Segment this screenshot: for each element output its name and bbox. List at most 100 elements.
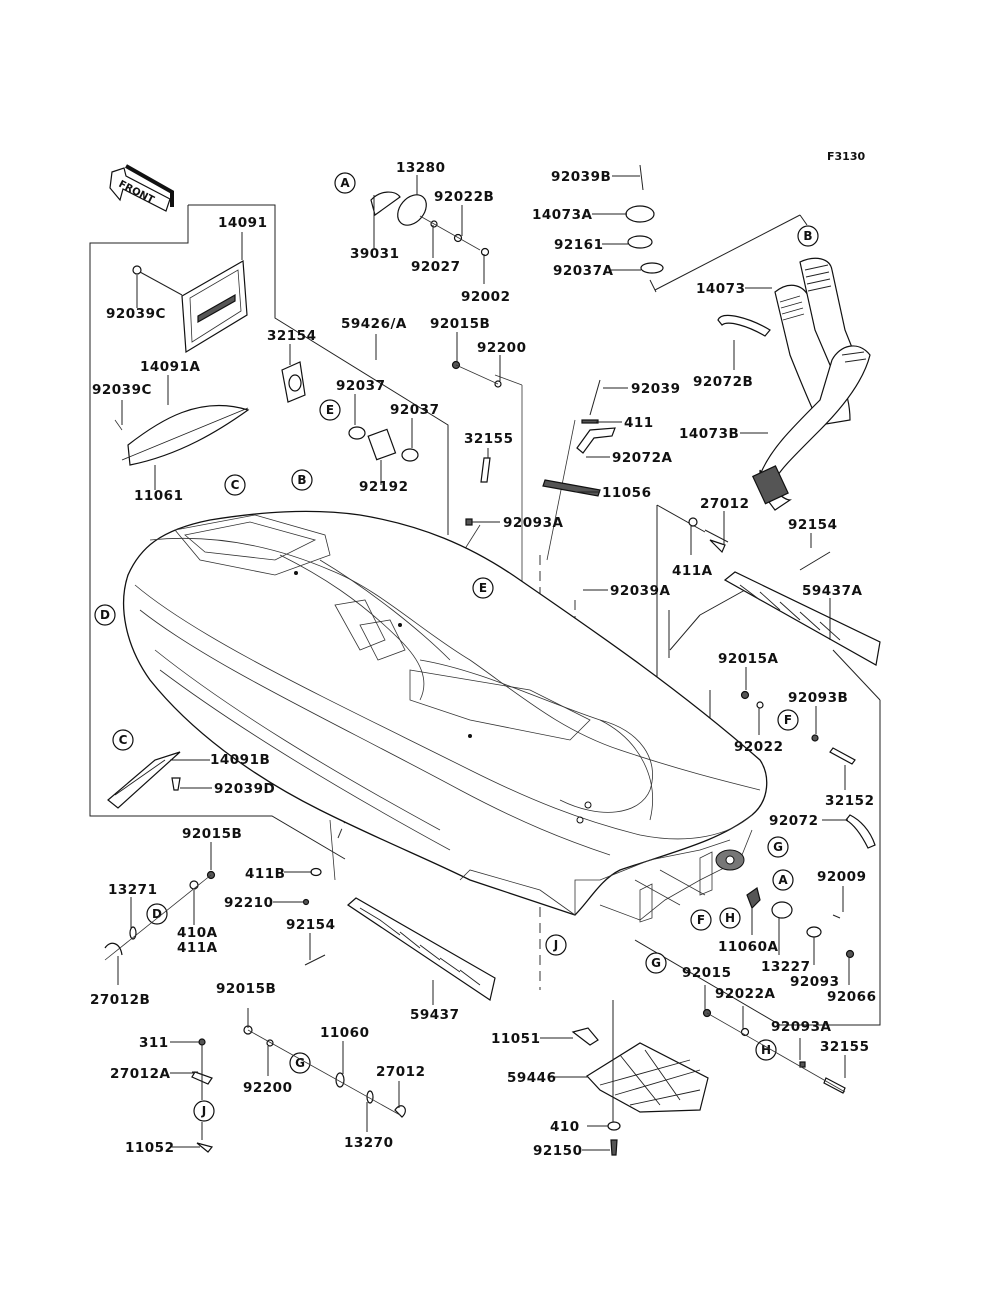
- part-label: 92022: [734, 739, 783, 755]
- ref-marker-g-stern: G: [767, 836, 789, 858]
- part-label: 92037: [336, 378, 385, 394]
- part-label: 27012B: [90, 992, 150, 1008]
- part-label: 11060A: [718, 939, 778, 955]
- part-label: 92015A: [718, 651, 778, 667]
- part-label: 92015: [682, 965, 731, 981]
- part-label: 92009: [817, 869, 866, 885]
- part-label: 14073A: [532, 207, 592, 223]
- svg-text:B: B: [297, 473, 306, 487]
- svg-text:E: E: [479, 581, 487, 595]
- ref-marker-e-top: E: [319, 399, 341, 421]
- part-label: 92022B: [434, 189, 494, 205]
- part-label: 92039: [631, 381, 680, 397]
- part-label: 411: [624, 415, 654, 431]
- part-label: 59437: [410, 1007, 459, 1023]
- part-label: 92200: [243, 1080, 292, 1096]
- part-label: 14073: [696, 281, 745, 297]
- part-label: 27012A: [110, 1066, 170, 1082]
- svg-text:F: F: [784, 713, 792, 727]
- part-label: 11051: [491, 1031, 540, 1047]
- part-label: 92015B: [430, 316, 490, 332]
- svg-text:C: C: [119, 733, 128, 747]
- part-label: 92039D: [214, 781, 275, 797]
- assembly-frame-lines: [89, 204, 881, 1026]
- part-label: 92093A: [771, 1019, 831, 1035]
- part-label: 11061: [134, 488, 183, 504]
- svg-text:J: J: [553, 938, 558, 952]
- part-label: 92037: [390, 402, 439, 418]
- part-label: 92037A: [553, 263, 613, 279]
- front-arrow-icon: FRONT: [109, 164, 174, 212]
- svg-text:B: B: [803, 229, 812, 243]
- part-label: 32155: [464, 431, 513, 447]
- svg-text:D: D: [100, 608, 110, 622]
- part-label: 32155: [820, 1039, 869, 1055]
- svg-text:A: A: [340, 176, 350, 190]
- part-label: 92039A: [610, 583, 670, 599]
- svg-text:G: G: [295, 1056, 305, 1070]
- part-label: 92161: [554, 237, 603, 253]
- part-label: 92015B: [216, 981, 276, 997]
- svg-text:H: H: [725, 911, 735, 925]
- part-label: 92039B: [551, 169, 611, 185]
- part-label: 92192: [359, 479, 408, 495]
- parts-shapes: [104, 164, 881, 1156]
- svg-text:A: A: [778, 873, 788, 887]
- part-label: 13280: [396, 160, 445, 176]
- part-label: 411B: [245, 866, 285, 882]
- ref-marker-b-hull: B: [291, 469, 313, 491]
- part-label: 13227: [761, 959, 810, 975]
- part-labels: 14091 92039C 14091A 92039C 11061 32154 9…: [90, 160, 876, 1159]
- part-label: 32154: [267, 328, 316, 344]
- part-label: 14091: [218, 215, 267, 231]
- part-label: 59426/A: [341, 316, 407, 332]
- part-label: 92066: [827, 989, 876, 1005]
- ref-marker-b-top: B: [797, 225, 819, 247]
- part-label: 92210: [224, 895, 273, 911]
- part-label: 14073B: [679, 426, 739, 442]
- ref-marker-g-bottom: G: [289, 1052, 311, 1074]
- part-label: 92027: [411, 259, 460, 275]
- part-label: 14091B: [210, 752, 270, 768]
- svg-text:F: F: [697, 913, 705, 927]
- part-label: 11056: [602, 485, 651, 501]
- svg-text:H: H: [761, 1043, 771, 1057]
- part-label: 92200: [477, 340, 526, 356]
- ref-marker-j-hull: J: [545, 934, 567, 956]
- ref-marker-h-stern: H: [719, 907, 741, 929]
- ref-marker-h-lower: H: [755, 1039, 777, 1061]
- part-label: 410A: [177, 925, 218, 941]
- part-label: 13270: [344, 1135, 393, 1151]
- svg-text:D: D: [152, 907, 162, 921]
- part-label: 92002: [461, 289, 510, 305]
- svg-text:E: E: [326, 403, 334, 417]
- part-label: 92154: [286, 917, 335, 933]
- part-label: 39031: [350, 246, 399, 262]
- hull-body: [122, 510, 768, 923]
- ref-marker-c-top: C: [224, 474, 246, 496]
- leader-lines: [117, 175, 850, 1151]
- part-label: 92015B: [182, 826, 242, 842]
- ref-marker-a-top: A: [334, 172, 356, 194]
- part-label: 92093A: [503, 515, 563, 531]
- reference-markers: A B E C B D E C F G A F H J G D H G J: [94, 172, 819, 1122]
- part-label: 92150: [533, 1143, 582, 1159]
- part-label: 410: [550, 1119, 580, 1135]
- svg-text:C: C: [231, 478, 240, 492]
- part-label: 11060: [320, 1025, 369, 1041]
- ref-marker-a-stern: A: [772, 869, 794, 891]
- part-label: 92093: [790, 974, 839, 990]
- part-label: 92022A: [715, 986, 775, 1002]
- svg-text:G: G: [651, 956, 661, 970]
- part-label: 92039C: [106, 306, 166, 322]
- figure-code: F3130: [827, 150, 865, 163]
- part-label: 14091A: [140, 359, 200, 375]
- part-label: 411A: [672, 563, 713, 579]
- svg-text:J: J: [201, 1104, 206, 1118]
- part-label: 411A: [177, 940, 218, 956]
- part-label: 27012: [700, 496, 749, 512]
- ref-marker-c-left: C: [112, 729, 134, 751]
- part-label: 92072: [769, 813, 818, 829]
- part-label: 92039C: [92, 382, 152, 398]
